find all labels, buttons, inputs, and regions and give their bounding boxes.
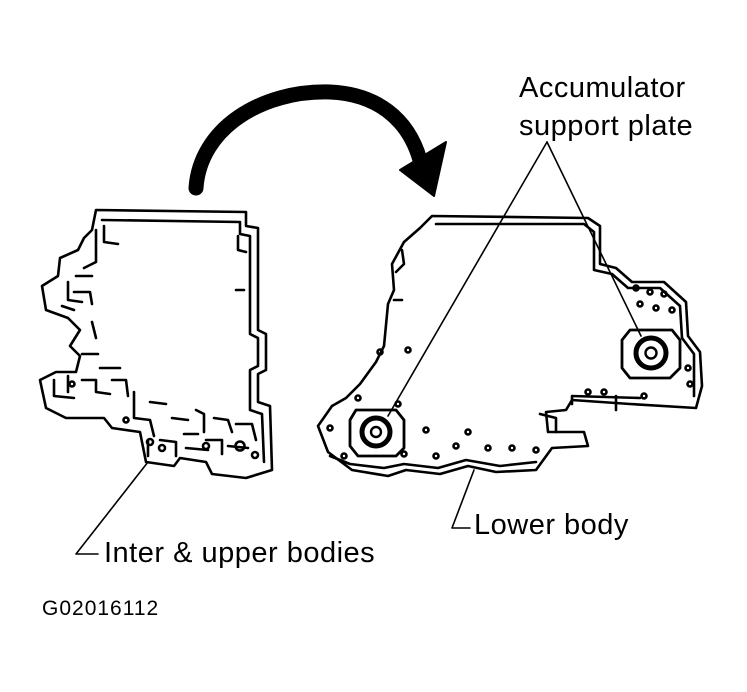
label-accumulator-line1: Accumulator xyxy=(519,72,686,104)
label-inter-upper-bodies: Inter & upper bodies xyxy=(104,537,376,569)
leader-accumulator-left xyxy=(387,141,548,417)
accumulator-support-plate-right xyxy=(620,328,682,380)
leader-accumulator-right xyxy=(546,141,642,337)
leader-lines xyxy=(75,141,642,555)
leader-lower-body xyxy=(451,469,475,529)
inter-upper-bodies-part xyxy=(38,208,274,480)
accumulator-support-plate-left xyxy=(348,408,406,458)
figure-id: G02016112 xyxy=(42,597,160,620)
label-accumulator-line2: support plate xyxy=(519,110,694,142)
inter-upper-outline xyxy=(38,208,274,480)
label-lower-body: Lower body xyxy=(474,509,629,541)
flip-arrow xyxy=(188,84,447,197)
lower-body-part xyxy=(316,214,704,478)
leader-inter-upper xyxy=(75,461,149,555)
